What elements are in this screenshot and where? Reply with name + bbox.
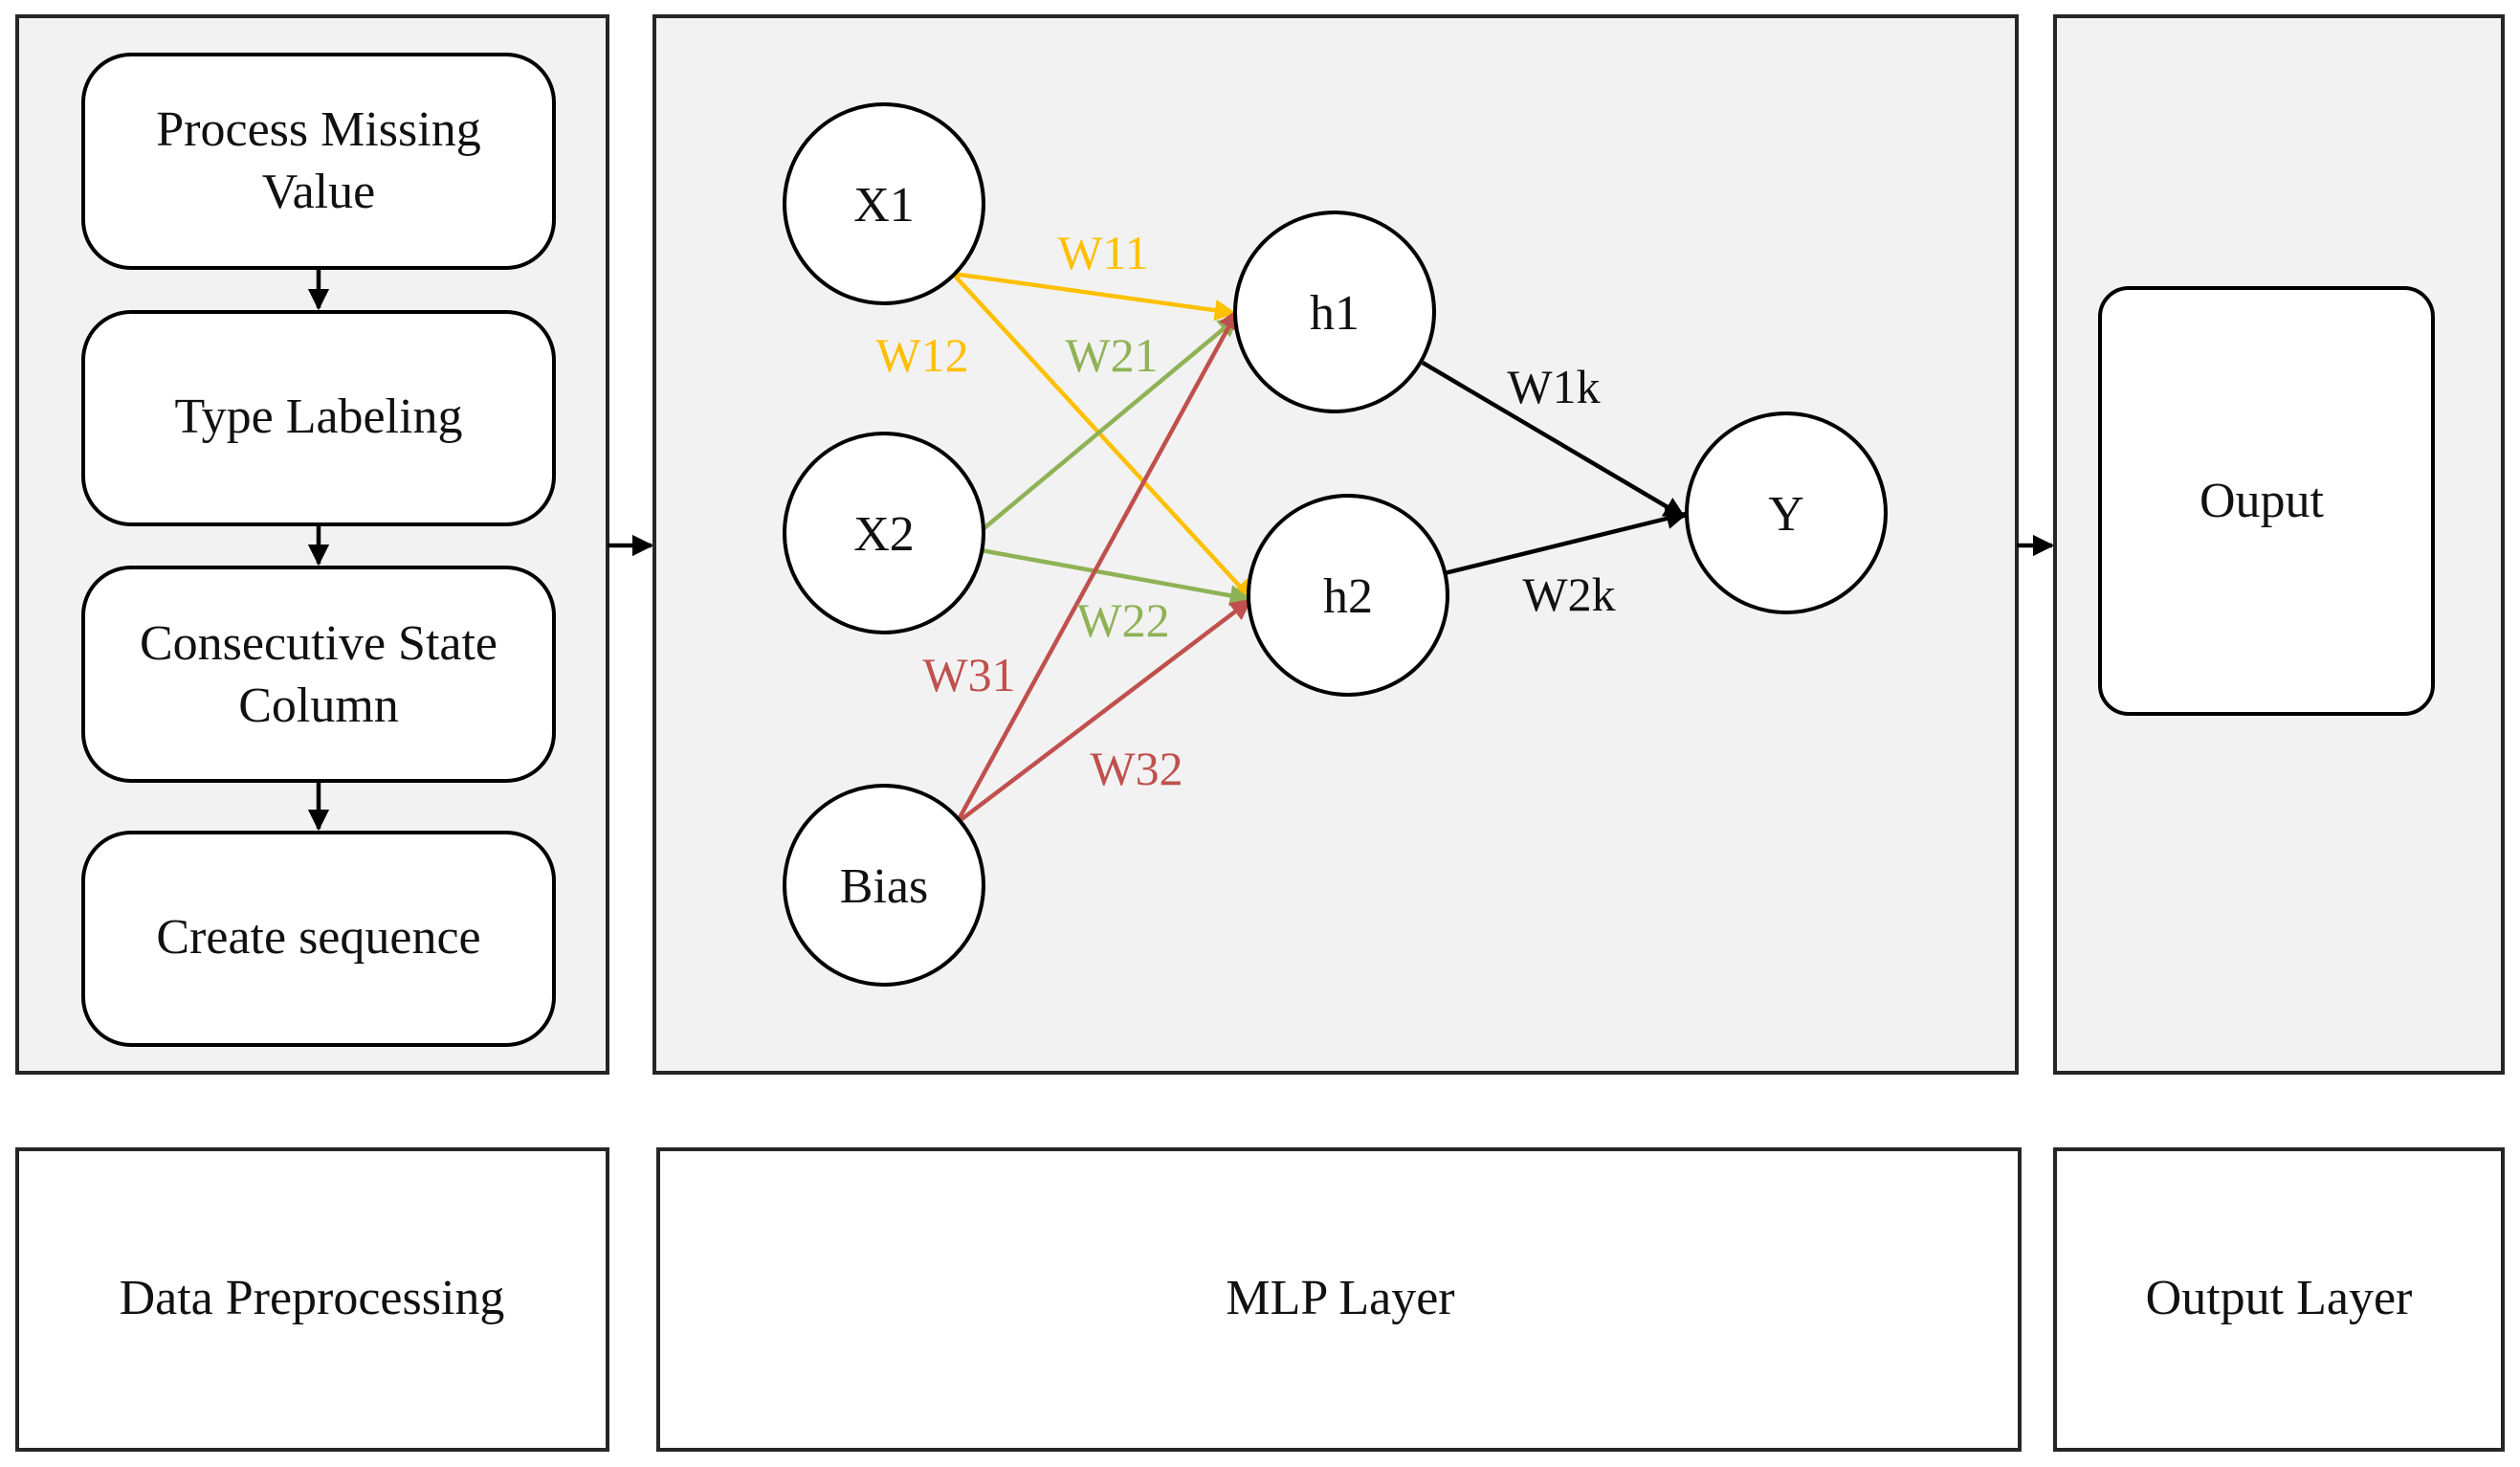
- output-box-label: Ouput: [2199, 474, 2325, 528]
- edge-w22: [980, 547, 1252, 607]
- step-box-consecutive-state-column: [81, 566, 556, 783]
- step-consecutive-state-column-line2: Column: [238, 678, 399, 733]
- weight-label-w32: W32: [1090, 742, 1183, 795]
- node-x2-label: X2: [853, 507, 915, 562]
- weight-label-w2k: W2k: [1522, 567, 1615, 621]
- step-type-labeling: Type Labeling: [174, 389, 462, 444]
- weight-label-w12: W12: [875, 328, 968, 382]
- step-process-missing-value-line2: Value: [262, 165, 375, 219]
- layer-box-preprocessing: [15, 1147, 609, 1452]
- node-h2: [1247, 494, 1449, 697]
- node-h1: [1233, 211, 1436, 413]
- layer-box-output: [2053, 1147, 2505, 1452]
- node-x1: [783, 102, 985, 305]
- edge-w2k: [1444, 507, 1689, 576]
- node-y-label: Y: [1768, 487, 1804, 542]
- step-create-sequence: Create sequence: [156, 910, 480, 965]
- node-x1-label: X1: [853, 178, 915, 233]
- node-bias: [783, 784, 985, 987]
- node-h1-label: h1: [1310, 286, 1359, 341]
- node-h2-label: h2: [1323, 569, 1373, 624]
- weight-label-w1k: W1k: [1507, 360, 1600, 413]
- node-x2: [783, 432, 985, 634]
- edge-w32: [955, 598, 1252, 825]
- edge-w1k: [1421, 361, 1686, 519]
- node-bias-label: Bias: [840, 859, 928, 914]
- step-process-missing-value-line1: Process Missing: [156, 102, 480, 157]
- weight-label-w11: W11: [1057, 226, 1148, 279]
- output-box: [2098, 286, 2435, 716]
- weight-label-w21: W21: [1065, 328, 1158, 382]
- step-box-create-sequence: [81, 831, 556, 1047]
- weight-label-w22: W22: [1076, 593, 1169, 647]
- layer-label-mlp: MLP Layer: [1226, 1271, 1454, 1325]
- step-consecutive-state-column-line1: Consecutive State: [140, 616, 497, 671]
- step-box-process-missing-value: [81, 53, 556, 270]
- edge-w31: [955, 308, 1240, 825]
- step-box-type-labeling: [81, 310, 556, 526]
- layer-label-preprocessing: Data Preprocessing: [120, 1271, 505, 1325]
- edge-w11: [952, 271, 1237, 322]
- edge-w12: [951, 272, 1254, 602]
- node-y: [1685, 411, 1888, 614]
- weight-label-w31: W31: [922, 648, 1015, 701]
- layer-box-mlp: [656, 1147, 2022, 1452]
- layer-label-output: Output Layer: [2146, 1271, 2413, 1325]
- edge-w21: [979, 315, 1240, 533]
